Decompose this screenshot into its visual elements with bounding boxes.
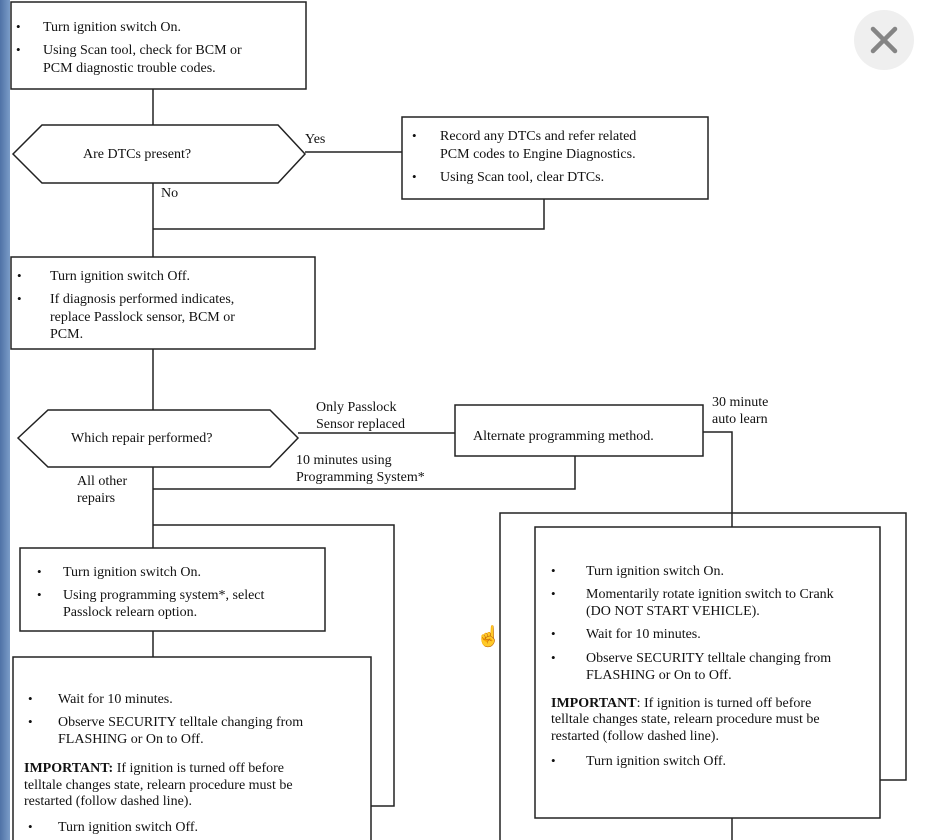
bullet: •	[28, 714, 33, 729]
box3-item: PCM.	[50, 327, 84, 342]
box1-frame	[10, 1, 307, 90]
box6-item: FLASHING or On to Off.	[58, 732, 204, 747]
box3-item: If diagnosis performed indicates,	[50, 292, 235, 307]
bullet: •	[551, 586, 556, 601]
close-button[interactable]	[854, 10, 914, 70]
branch-passlock-label: Sensor replaced	[316, 417, 406, 432]
box7-frame	[534, 526, 881, 819]
viewer-left-edge	[0, 0, 10, 840]
box5-item: Turn ignition switch On.	[63, 565, 201, 580]
important-label: IMPORTANT	[551, 696, 637, 711]
bullet: •	[17, 291, 22, 306]
decision1-no-label: No	[161, 186, 179, 201]
right-back-frame	[499, 512, 907, 840]
box5-item: Passlock relearn option.	[63, 605, 198, 620]
box6-frame	[12, 656, 372, 840]
bullet: •	[28, 819, 33, 834]
branch-auto-label: auto learn	[712, 412, 768, 427]
important-text: If ignition is turned off before	[113, 761, 285, 776]
bullet: •	[551, 753, 556, 768]
box3-item: replace Passlock sensor, BCM or	[50, 310, 235, 325]
important-text: : If ignition is turned off before	[636, 696, 812, 711]
box2-frame	[401, 116, 709, 200]
box7-important: IMPORTANT: If ignition is turned off bef…	[551, 695, 811, 712]
branch-other-label: All other	[77, 474, 128, 489]
decision2-hexagon	[16, 409, 300, 468]
decision1-question: Are DTCs present?	[83, 147, 192, 162]
branch-programming-label: 10 minutes using	[296, 453, 392, 468]
important-text: restarted (follow dashed line).	[551, 729, 719, 744]
important-text: restarted (follow dashed line).	[24, 794, 192, 809]
box2-item: PCM codes to Engine Diagnostics.	[440, 147, 636, 162]
box5-frame	[19, 547, 326, 632]
box1-item: PCM diagnostic trouble codes.	[43, 61, 216, 76]
box3-frame	[10, 256, 316, 350]
decision2-question: Which repair performed?	[71, 431, 213, 446]
box4-text: Alternate programming method.	[473, 429, 654, 444]
hand-pointer-icon: ☝	[476, 626, 501, 648]
box7-item: Momentarily rotate ignition switch to Cr…	[586, 587, 834, 602]
bullet: •	[28, 691, 33, 706]
branch-passlock-label: Only Passlock	[316, 400, 397, 415]
bullet: •	[551, 650, 556, 665]
box3-item: Turn ignition switch Off.	[50, 269, 191, 284]
box6-important: IMPORTANT: If ignition is turned off bef…	[24, 760, 284, 777]
decision1-hexagon	[11, 124, 307, 184]
bullet: •	[37, 587, 42, 602]
left-back-frame	[153, 524, 395, 807]
box2-item: Record any DTCs and refer related	[440, 129, 637, 144]
important-label: IMPORTANT:	[24, 761, 114, 776]
important-text: telltale changes state, relearn procedur…	[551, 712, 820, 727]
bullet: •	[412, 169, 417, 184]
decision1-yes-label: Yes	[305, 132, 326, 147]
bullet: •	[17, 268, 22, 283]
box1-item: Using Scan tool, check for BCM or	[43, 43, 242, 58]
box6-item: Observe SECURITY telltale changing from	[58, 715, 304, 730]
box6-last-item: Turn ignition switch Off.	[58, 820, 199, 835]
box1-item: Turn ignition switch On.	[43, 20, 181, 35]
important-text: telltale changes state, relearn procedur…	[24, 778, 293, 793]
box7-item: Observe SECURITY telltale changing from	[586, 651, 832, 666]
box7-last-item: Turn ignition switch Off.	[586, 754, 727, 769]
branch-auto-label: 30 minute	[712, 395, 769, 410]
box2-item: Using Scan tool, clear DTCs.	[440, 170, 605, 185]
bullet: •	[16, 42, 21, 57]
box7-item: Wait for 10 minutes.	[586, 627, 701, 642]
bullet: •	[412, 128, 417, 143]
box5-item: Using programming system*, select	[63, 588, 265, 603]
branch-programming-label: Programming System*	[296, 470, 425, 485]
bullet: •	[37, 564, 42, 579]
bullet: •	[551, 563, 556, 578]
bullet: •	[551, 626, 556, 641]
box4-frame	[454, 404, 704, 457]
box7-item: (DO NOT START VEHICLE).	[586, 604, 760, 619]
box6-item: Wait for 10 minutes.	[58, 692, 173, 707]
branch-other-label: repairs	[77, 491, 116, 506]
box7-item: FLASHING or On to Off.	[586, 668, 732, 683]
bullet: •	[16, 19, 21, 34]
box7-item: Turn ignition switch On.	[586, 564, 724, 579]
close-x-icon	[870, 26, 898, 54]
